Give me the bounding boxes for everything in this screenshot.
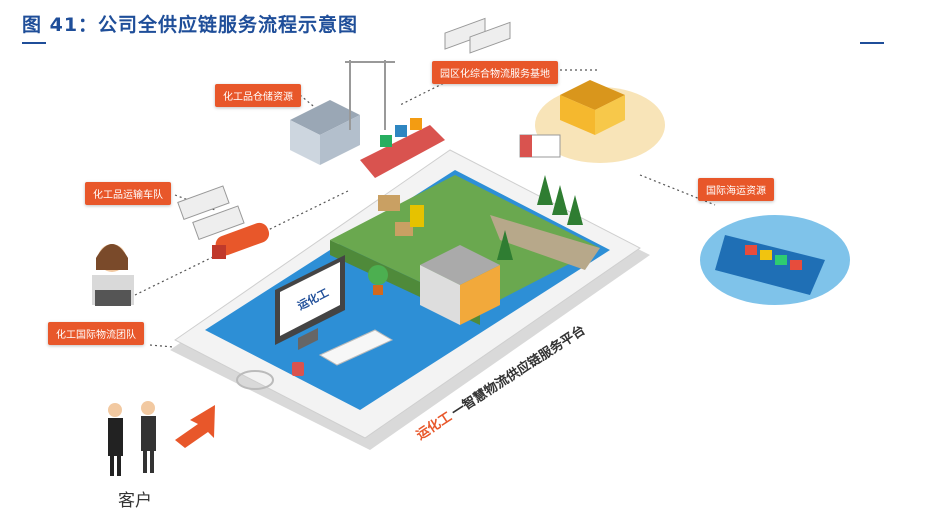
operator-avatar [92,244,134,306]
home-button-icon [236,370,274,390]
figure-title: 图 41：公司全供应链服务流程示意图 [22,14,359,36]
customer-figures [108,401,156,476]
ocean-ship [700,215,850,305]
cargo-boxes [378,195,424,236]
label-park-base: 园区化综合物流服务基地 [432,61,558,84]
customer-label: 客户 [118,491,152,511]
platform-trucks [444,17,511,54]
title-rule-left [22,42,46,44]
monitor-icon [275,255,345,350]
keyboard-icon [318,329,394,366]
label-intl-shipping: 国际海运资源 [698,178,774,201]
title-rule-right [860,42,884,44]
label-storage: 化工品仓储资源 [215,84,301,107]
delivery-truck-icon [519,134,561,158]
tree-icons [497,175,583,260]
smartphone-platform [170,149,650,450]
logistics-base [535,80,665,163]
label-logistics-team: 化工国际物流团队 [48,322,144,345]
cargo-ship [360,118,445,178]
platform-warehouse [420,245,500,325]
mug-icon [292,362,304,376]
arrow-to-customer-icon [175,405,215,448]
crane-icon [345,60,395,130]
plant-icon [368,265,388,295]
label-fleet: 化工品运输车队 [85,182,171,205]
tanker-trucks [177,185,270,259]
